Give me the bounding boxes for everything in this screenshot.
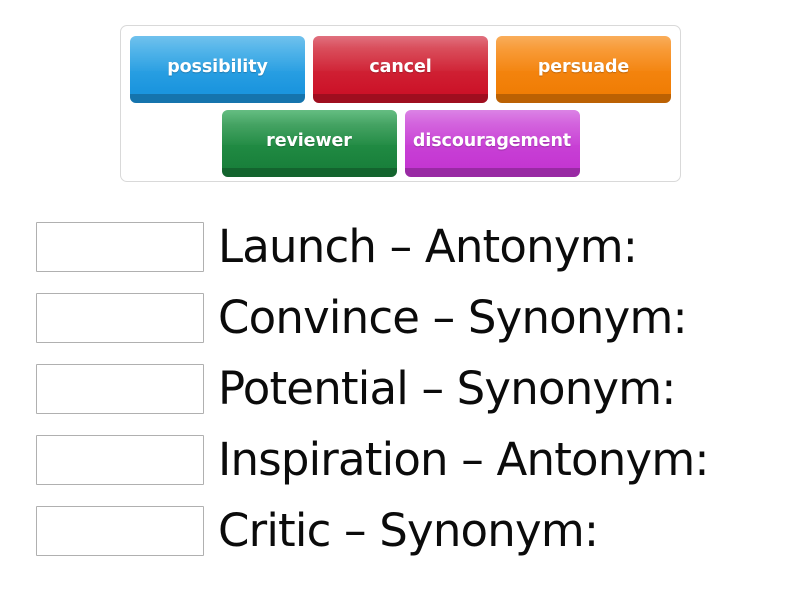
tile-label: reviewer (266, 130, 352, 151)
question-prompt-1: Launch – Antonym: (218, 220, 638, 273)
word-tile-bank: possibility cancel persuade reviewer dis… (120, 25, 681, 182)
answer-drop-box-5[interactable] (36, 505, 204, 556)
question-list: Launch – Antonym: Convince – Synonym: Po… (36, 211, 776, 566)
tile-row-2: reviewer discouragement (121, 110, 680, 177)
question-prompt-4: Inspiration – Antonym: (218, 433, 710, 486)
tile-possibility[interactable]: possibility (130, 36, 305, 103)
tile-label: cancel (369, 56, 432, 77)
tile-discouragement[interactable]: discouragement (404, 110, 580, 177)
tile-row-1: possibility cancel persuade (121, 36, 680, 103)
tile-persuade[interactable]: persuade (496, 36, 671, 103)
tile-cancel[interactable]: cancel (313, 36, 488, 103)
tile-label: possibility (167, 56, 268, 77)
tile-reviewer[interactable]: reviewer (221, 110, 397, 177)
tile-label: persuade (537, 56, 630, 77)
answer-drop-box-1[interactable] (36, 221, 204, 272)
answer-drop-box-2[interactable] (36, 292, 204, 343)
question-row: Inspiration – Antonym: (36, 424, 776, 495)
tile-label: discouragement (412, 130, 572, 151)
answer-drop-box-3[interactable] (36, 363, 204, 414)
question-prompt-5: Critic – Synonym: (218, 504, 599, 557)
question-prompt-2: Convince – Synonym: (218, 291, 688, 344)
question-row: Critic – Synonym: (36, 495, 776, 566)
question-row: Convince – Synonym: (36, 282, 776, 353)
question-prompt-3: Potential – Synonym: (218, 362, 676, 415)
question-row: Potential – Synonym: (36, 353, 776, 424)
question-row: Launch – Antonym: (36, 211, 776, 282)
answer-drop-box-4[interactable] (36, 434, 204, 485)
